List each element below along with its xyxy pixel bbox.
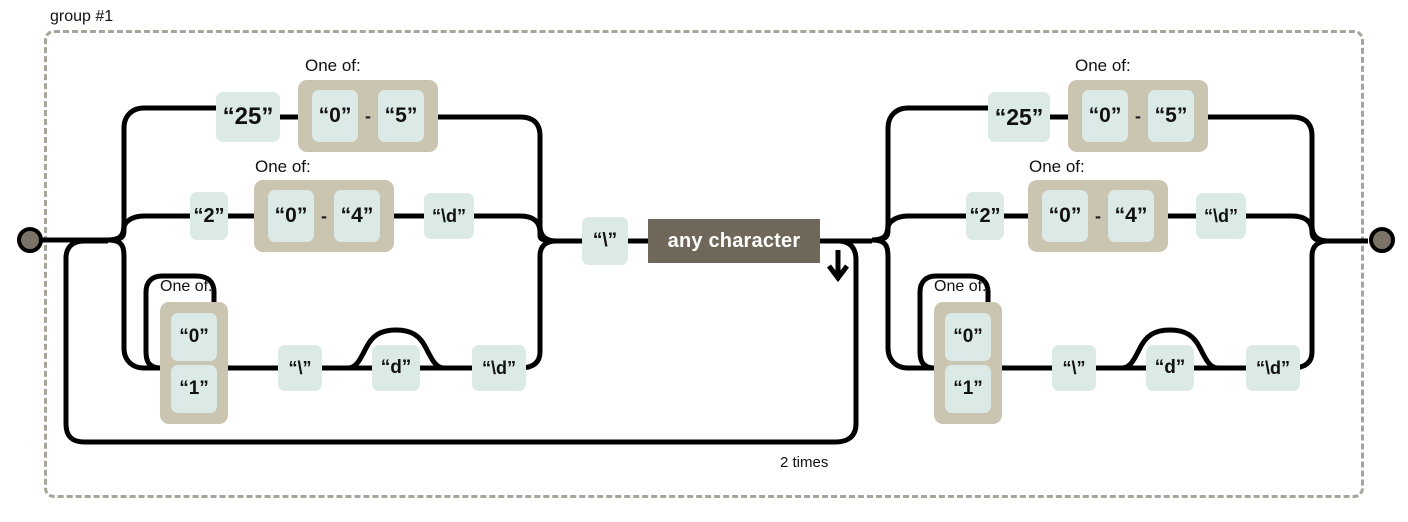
literal-backslash-left-bot-text: “\” [288,357,312,378]
oneof-range-left-top[interactable]: “0” - “5” [298,80,438,152]
literal-dclass-left-bot-text: “\d” [482,357,516,378]
literal-2-left[interactable]: “2” [190,192,228,240]
group-label: group #1 [50,8,114,25]
range-to-left-mid[interactable]: “4” [334,190,380,242]
group-boundary [44,30,1364,498]
alt-0-left-text: “0” [179,326,209,347]
literal-25-right[interactable]: “25” [988,92,1050,142]
range-dash-right-mid: - [1095,205,1101,226]
oneof-range-right-top[interactable]: “0” - “5” [1068,80,1208,152]
alt-1-left[interactable]: “1” [171,365,217,413]
oneof-alt-left-bot[interactable]: “0” “1” [160,302,228,424]
literal-dclass-left-mid[interactable]: “\d” [424,193,474,239]
oneof-label-left-mid: One of: [255,157,311,176]
oneof-alt-right-bot[interactable]: “0” “1” [934,302,1002,424]
range-dash-right-top: - [1135,105,1141,126]
range-to-right-mid-text: “4” [1114,204,1148,227]
alt-1-left-text: “1” [179,378,209,399]
oneof-range-left-mid[interactable]: “0” - “4” [254,180,394,252]
literal-dclass-right-bot[interactable]: “\d” [1246,345,1300,391]
repeat-count-label: 2 times [780,454,829,471]
literal-backslash-left-bot[interactable]: “\” [278,345,322,391]
literal-dclass-right-mid-text: “\d” [1204,205,1238,226]
literal-backslash-center[interactable]: “\” [582,217,628,265]
range-from-right-mid[interactable]: “0” [1042,190,1088,242]
range-to-right-mid[interactable]: “4” [1108,190,1154,242]
any-character-text: any character [667,229,801,252]
oneof-label-right-top: One of: [1075,56,1131,75]
literal-d-right-bot[interactable]: “d” [1146,345,1194,391]
literal-d-left-bot-text: “d” [380,357,412,378]
range-from-right-top-text: “0” [1088,104,1122,127]
alt-1-right[interactable]: “1” [945,365,991,413]
alt-1-right-text: “1” [953,378,983,399]
range-dash-left-mid: - [321,205,327,226]
range-dash-left-top: - [365,105,371,126]
range-from-left-mid[interactable]: “0” [268,190,314,242]
literal-25-left[interactable]: “25” [216,92,280,142]
oneof-label-right-bot: One of: [934,278,987,295]
literal-backslash-center-text: “\” [592,230,618,251]
literal-2-right-text: “2” [969,204,1001,227]
range-from-left-top-text: “0” [318,104,352,127]
range-to-left-top[interactable]: “5” [378,90,424,142]
literal-d-left-bot[interactable]: “d” [372,345,420,391]
literal-backslash-right-bot-text: “\” [1062,357,1086,378]
oneof-range-right-mid[interactable]: “0” - “4” [1028,180,1168,252]
literal-d-right-bot-text: “d” [1154,357,1186,378]
oneof-label-left-bot: One of: [160,278,213,295]
range-to-right-top-text: “5” [1154,104,1188,127]
oneof-label-right-mid: One of: [1029,157,1085,176]
range-from-right-top[interactable]: “0” [1082,90,1128,142]
range-to-left-top-text: “5” [384,104,418,127]
alt-0-right-text: “0” [953,326,983,347]
literal-2-right[interactable]: “2” [966,192,1004,240]
oneof-label-left-top: One of: [305,56,361,75]
any-character-node[interactable]: any character [648,219,820,263]
range-from-right-mid-text: “0” [1048,204,1082,227]
alt-0-left[interactable]: “0” [171,313,217,361]
literal-25-left-text: “25” [222,103,274,130]
literal-dclass-left-bot[interactable]: “\d” [472,345,526,391]
literal-backslash-right-bot[interactable]: “\” [1052,345,1096,391]
range-to-left-mid-text: “4” [340,204,374,227]
literal-dclass-right-bot-text: “\d” [1256,357,1290,378]
literal-25-right-text: “25” [994,103,1044,130]
range-to-right-top[interactable]: “5” [1148,90,1194,142]
alt-0-right[interactable]: “0” [945,313,991,361]
literal-dclass-left-mid-text: “\d” [432,205,466,226]
range-from-left-top[interactable]: “0” [312,90,358,142]
start-node [17,227,43,253]
end-node [1369,227,1395,253]
literal-dclass-right-mid[interactable]: “\d” [1196,193,1246,239]
literal-2-left-text: “2” [193,204,225,227]
range-from-left-mid-text: “0” [274,204,308,227]
